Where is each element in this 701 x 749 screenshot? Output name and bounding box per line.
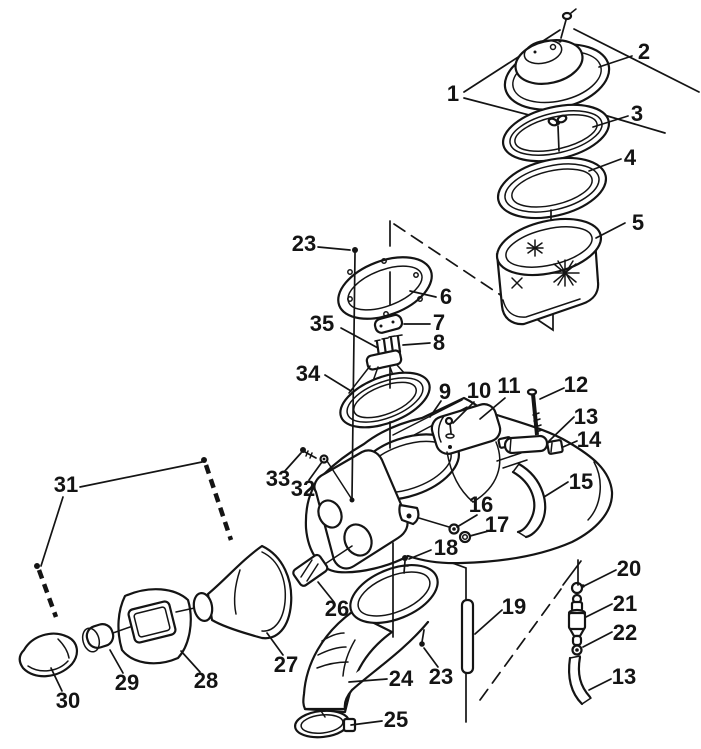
bolt-31a (201, 457, 234, 541)
part-seal-4 (496, 156, 608, 220)
part-elbow (81, 623, 115, 653)
part-lower-duct (302, 564, 439, 714)
callout-11: 11 (497, 373, 520, 398)
callout-25: 25 (384, 707, 408, 732)
wing-nut (547, 114, 568, 152)
callout-19: 19 (502, 594, 526, 619)
callout-27: 27 (274, 652, 298, 677)
callout-22: 22 (613, 620, 637, 645)
callout-1: 1 (447, 81, 459, 106)
part-cage-34 (339, 349, 431, 429)
callout-21: 21 (613, 591, 637, 616)
washer-32 (319, 454, 355, 503)
valve-21 (567, 593, 587, 647)
callout-29: 29 (115, 670, 139, 695)
callout-3: 3 (631, 101, 643, 126)
callout-30: 30 (56, 688, 80, 713)
part-air-scoop (18, 632, 78, 678)
part-ring-6 (337, 256, 433, 320)
nut-17 (458, 530, 472, 544)
callout-17: 17 (485, 512, 509, 537)
callout-33: 33 (266, 466, 290, 491)
fitting-26 (292, 545, 353, 587)
wing-bolt (558, 8, 577, 43)
callout-10: 10 (467, 378, 491, 403)
part-square-boot (117, 588, 192, 665)
washer-16 (448, 523, 460, 535)
callout-24: 24 (389, 666, 414, 691)
hose-15 (511, 462, 547, 539)
part-plate-7 (373, 313, 404, 334)
callout-31: 31 (54, 472, 78, 497)
hose-13-lower (567, 655, 592, 706)
callout-9: 9 (439, 379, 451, 404)
bolt-31b (34, 563, 59, 618)
callout-35: 35 (310, 311, 334, 336)
callout-34: 34 (296, 361, 321, 386)
part-intake-funnel (192, 544, 293, 640)
callout-13-upper: 13 (574, 404, 598, 429)
bolt-23-lower (419, 629, 425, 647)
callout-13-lower: 13 (612, 664, 636, 689)
screw-33 (300, 447, 317, 459)
callout-20: 20 (617, 556, 641, 581)
callout-18: 18 (434, 535, 458, 560)
callout-15: 15 (569, 469, 593, 494)
callout-labels: 1 2 3 4 5 23 6 35 7 8 34 9 10 11 12 13 1… (54, 39, 650, 732)
clamp-25 (294, 709, 357, 739)
callout-5: 5 (632, 210, 644, 235)
callout-6: 6 (440, 284, 452, 309)
hose-19 (460, 598, 475, 675)
leader-lines (40, 55, 633, 726)
callout-12: 12 (564, 372, 588, 397)
callout-26: 26 (325, 596, 349, 621)
hose-13-upper (503, 434, 549, 455)
callout-4: 4 (624, 145, 637, 170)
bolt-23-upper (351, 247, 358, 499)
fitting-14 (546, 439, 564, 455)
callout-16: 16 (469, 492, 493, 517)
bolt-12 (526, 388, 543, 436)
bolt-18 (400, 555, 409, 574)
callout-8: 8 (433, 330, 445, 355)
callout-23-upper: 23 (292, 231, 316, 256)
clamp-22 (571, 644, 583, 656)
callout-7: 7 (433, 310, 445, 335)
callout-2: 2 (638, 39, 650, 64)
studs-35-8 (374, 334, 403, 358)
lid-bolt (444, 416, 455, 449)
callout-23-lower: 23 (429, 664, 453, 689)
part-filter-element (495, 217, 603, 326)
callout-32: 32 (291, 476, 315, 501)
callout-14: 14 (577, 427, 602, 452)
callout-28: 28 (194, 668, 218, 693)
